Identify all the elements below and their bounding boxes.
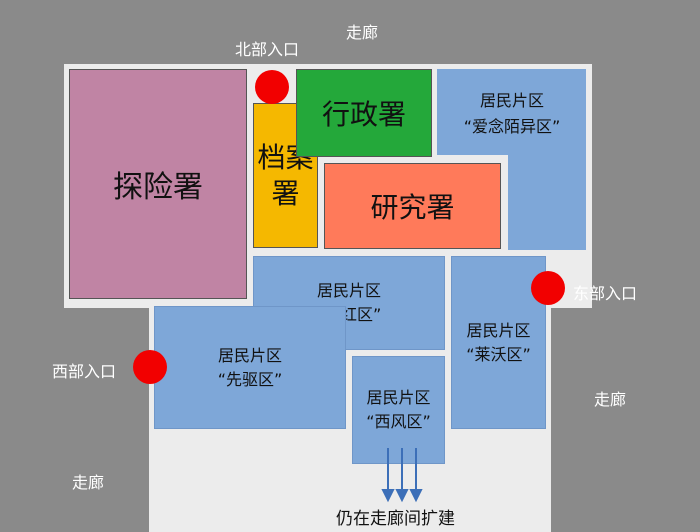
district-laiwo-line2: “莱沃区”	[466, 344, 531, 364]
district-xianqu-line1: 居民片区	[217, 345, 282, 365]
north-entrance-marker[interactable]	[255, 70, 289, 104]
west-entrance-label: 西部入口	[52, 362, 117, 381]
district-xianqu-line2: “先驱区”	[217, 369, 283, 389]
district-laiwo[interactable]: 居民片区 “莱沃区”	[451, 256, 546, 429]
corridor-label-top: 走廊	[346, 23, 379, 42]
district-aiqian[interactable]: 居民片区 “爱念陌异区”	[442, 82, 582, 146]
dept-admin[interactable]: 行政署	[296, 69, 432, 157]
arrow-down-icon	[395, 448, 409, 503]
expansion-note: 仍在走廊间扩建	[336, 509, 455, 529]
north-entrance-label: 北部入口	[235, 40, 300, 59]
arrow-down-icon	[409, 448, 423, 503]
dept-explore[interactable]: 探险署	[69, 69, 247, 299]
east-entrance-marker[interactable]	[531, 271, 565, 305]
dept-research-label: 研究署	[370, 191, 455, 224]
dept-research[interactable]: 研究署	[324, 163, 501, 249]
district-laiwo-line1: 居民片区	[466, 320, 531, 340]
district-xinghong-line1: 居民片区	[316, 281, 381, 300]
district-aiqian-line2: “爱念陌异区”	[463, 117, 561, 136]
district-xifeng-line2: “西风区”	[366, 412, 431, 431]
east-entrance-label: 东部入口	[573, 284, 638, 303]
expansion-arrows	[381, 448, 423, 503]
district-aiqian-shape-lower	[508, 150, 586, 250]
district-aiqian-line1: 居民片区	[479, 91, 544, 110]
dept-explore-label: 探险署	[113, 170, 203, 205]
west-entrance-marker[interactable]	[133, 350, 167, 384]
district-xianqu[interactable]: 居民片区 “先驱区”	[154, 306, 346, 429]
district-xifeng[interactable]: 居民片区 “西风区”	[352, 356, 445, 464]
dept-admin-label: 行政署	[321, 98, 406, 131]
arrow-down-icon	[381, 448, 395, 503]
district-xifeng-line1: 居民片区	[366, 388, 431, 407]
district-aiqian-shape	[437, 69, 586, 155]
corridor-label-left: 走廊	[72, 473, 105, 492]
corridor-label-right: 走廊	[594, 390, 627, 409]
